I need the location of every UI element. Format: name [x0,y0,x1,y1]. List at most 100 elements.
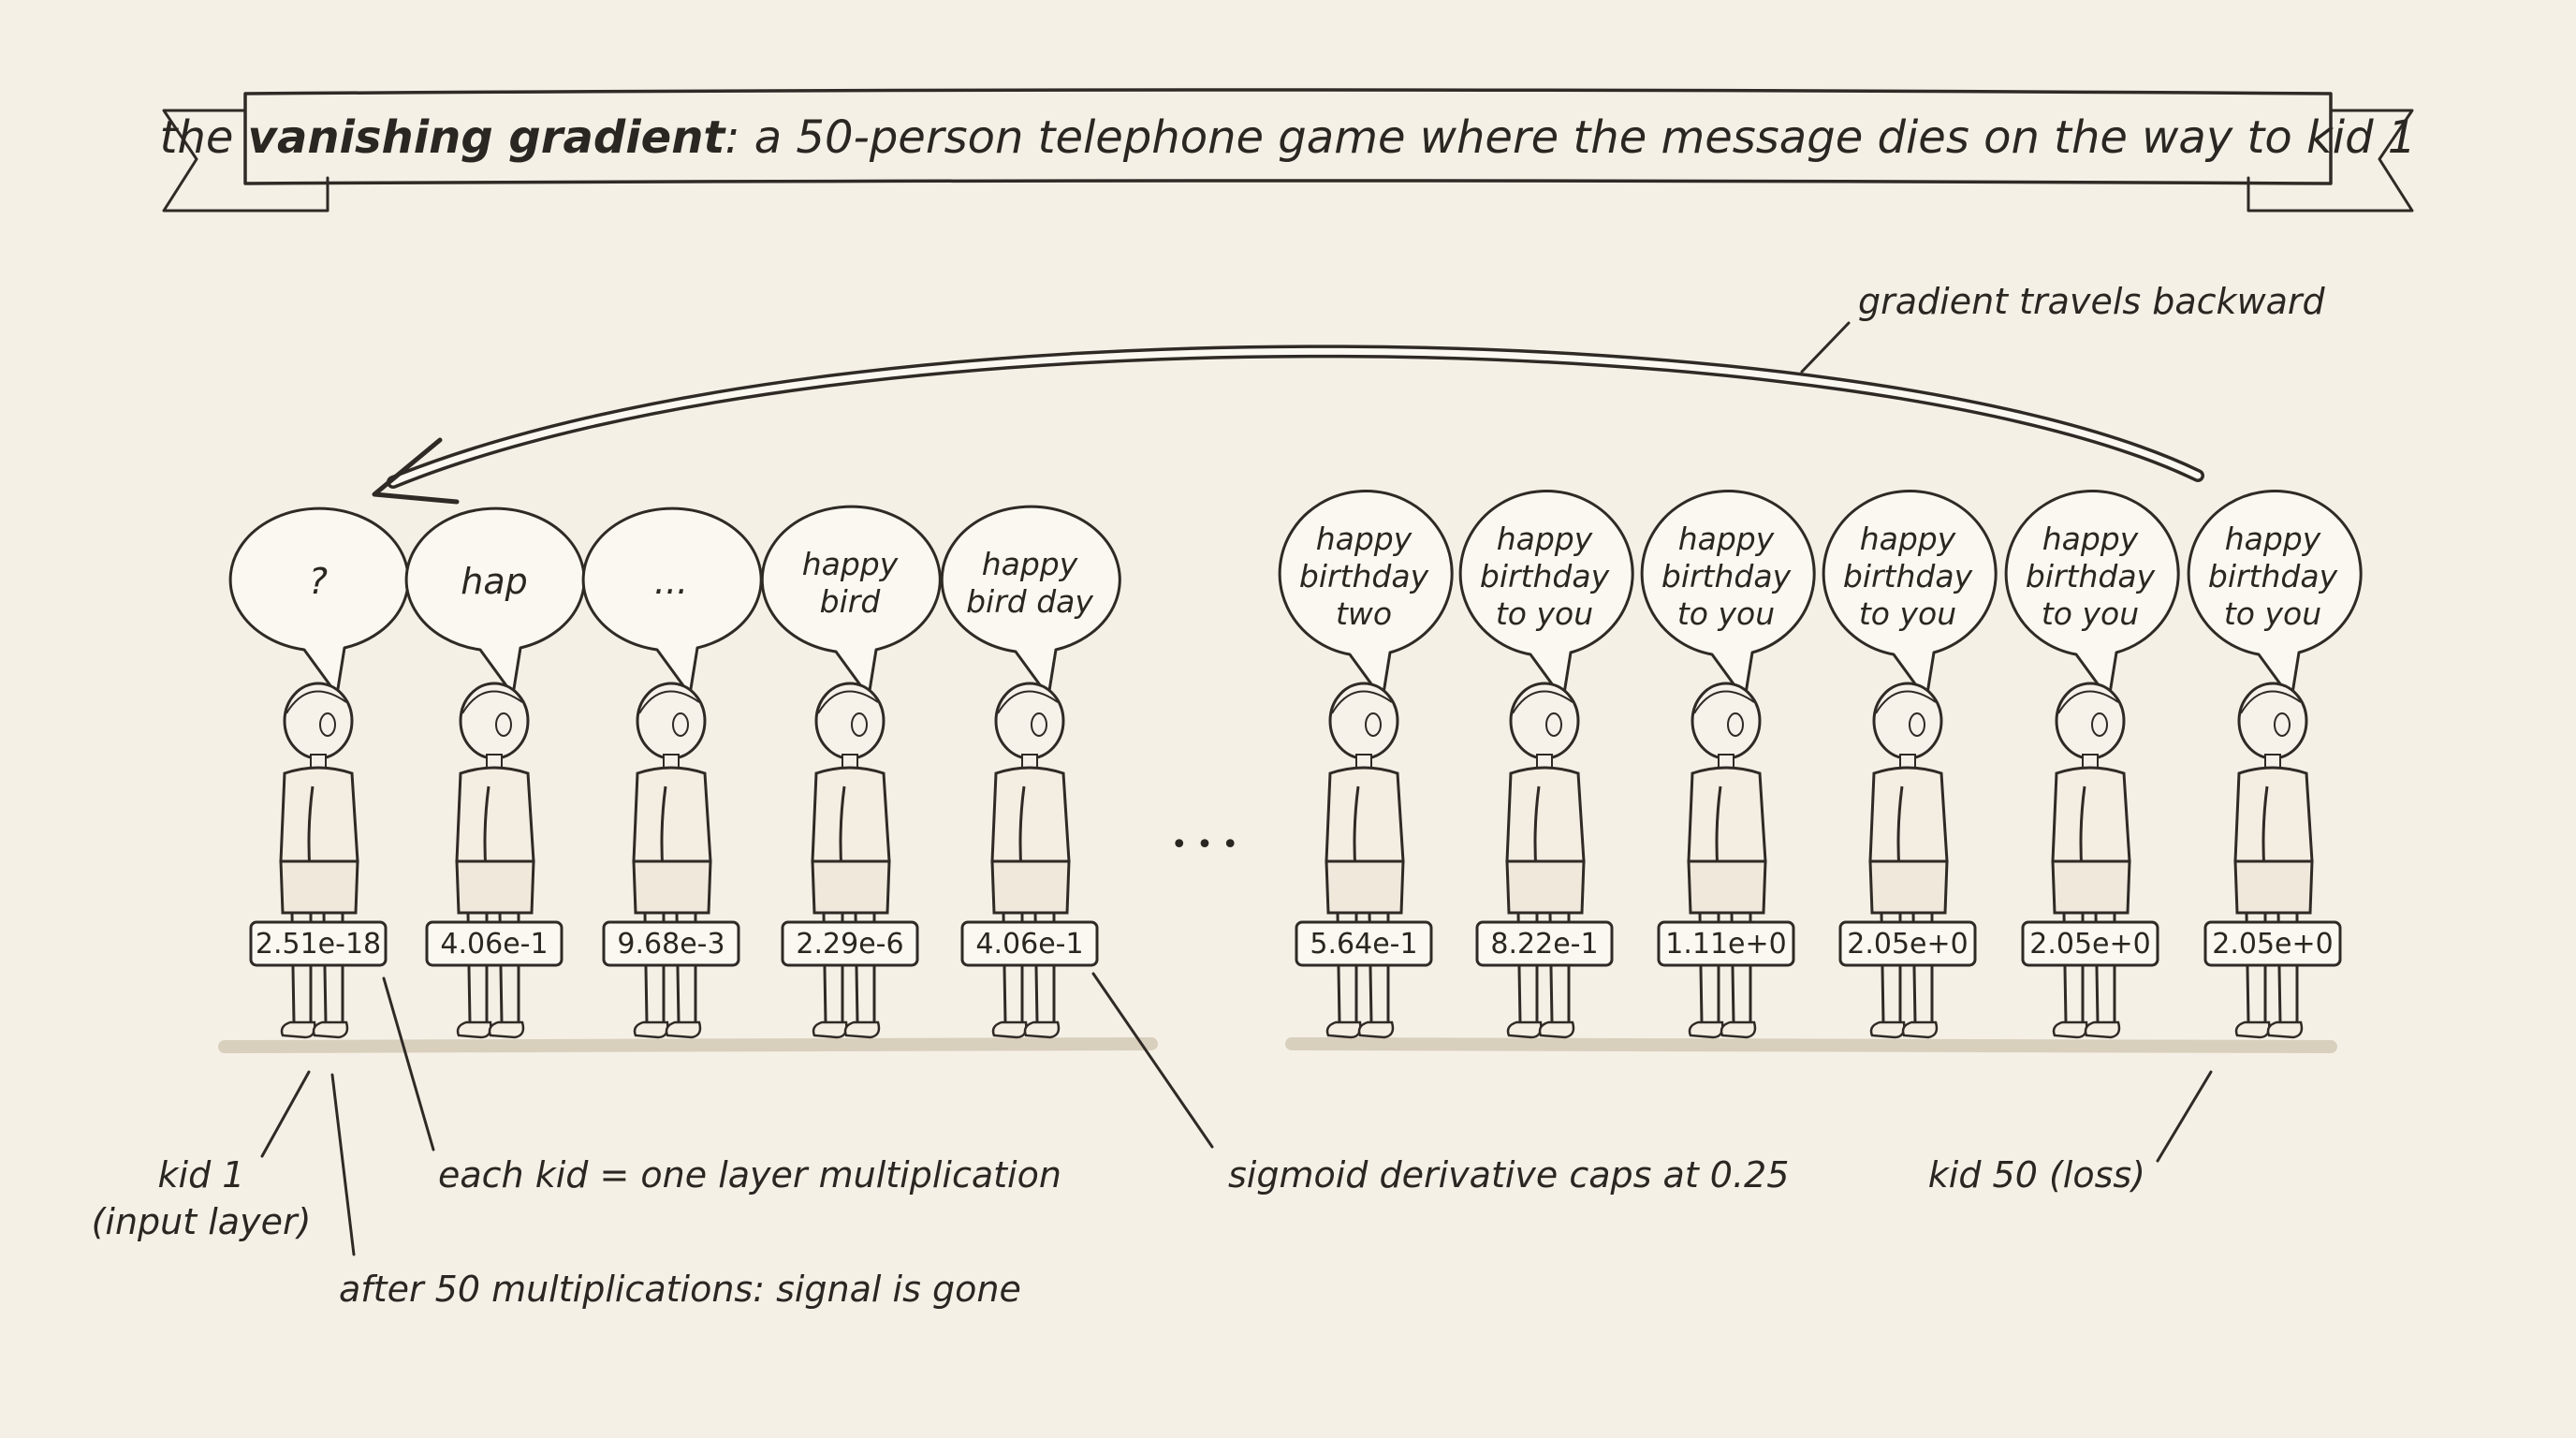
speech-text: happy [1497,521,1593,557]
gradient-value: 2.29e-6 [796,928,903,961]
kid50-leader [2158,1072,2211,1161]
gradient-value: 9.68e-3 [617,928,724,961]
kid-shoe-right [1540,1022,1573,1037]
each-kid-leader [384,978,433,1150]
arrow-label-leader [1802,323,1849,372]
kid-neck [664,755,679,768]
kid-head [285,683,352,758]
kid-head [1692,683,1760,758]
kid-shoe-right [2086,1022,2119,1037]
kid-shirt [1326,768,1403,861]
kid-shoe-right [1721,1022,1755,1037]
speech-text: to you [1859,595,1956,632]
speech-text: birthday [1661,558,1792,594]
kid-shorts [2235,861,2312,913]
speech-text: bird [820,583,882,620]
speech-text: happy [2225,521,2321,557]
sigmoid-label: sigmoid derivative caps at 0.25 [1228,1154,1789,1196]
kid-neck [842,755,857,768]
speech-text: happy [1316,521,1412,557]
kid-shorts [812,861,889,913]
speech-text: happy [1860,521,1956,557]
kid-shirt [281,768,358,861]
kid-neck [2265,755,2280,768]
kid-neck [1022,755,1037,768]
kid-shoe-left [2236,1022,2269,1037]
arrow-shaft [393,351,2198,482]
kid-shoe-left [993,1022,1026,1037]
gradient-value: 1.11e+0 [1665,928,1786,961]
kid-head [1330,683,1398,758]
kid1-label-line2: (input layer) [92,1201,312,1242]
kid-shorts [1507,861,1584,913]
title-suffix: : a 50-person telephone game where the m… [724,111,2416,164]
kid-shirt [457,768,534,861]
kid-shorts [634,861,710,913]
speech-text: two [1336,595,1392,632]
kid-shoe-right [314,1022,347,1037]
gradient-value: 8.22e-1 [1490,928,1598,961]
speech-text: birthday [1299,558,1429,594]
speech-text: to you [1677,595,1775,632]
speech-text: happy [982,546,1078,582]
kid50-label: kid 50 (loss) [1928,1154,2145,1196]
kid-neck [487,755,502,768]
gradient-arrow: gradient travels backward [374,281,2326,502]
speech-text: ? [309,561,328,602]
kid-1: ?2.51e-18 [230,508,408,1037]
kid-head [2239,683,2306,758]
ground-line [225,1044,2331,1047]
speech-text: birthday [2026,558,2156,594]
kid-neck [1719,755,1734,768]
kid-shoe-left [1871,1022,1904,1037]
speech-text: ... [654,561,688,602]
speech-text: to you [2224,595,2321,632]
title-text: the vanishing gradient: a 50-person tele… [160,111,2417,164]
kid-shorts [1689,861,1765,913]
kid-head [816,683,884,758]
kid-shoe-left [1508,1022,1541,1037]
kid-9: happybirthdayto you2.05e+0 [1823,492,1996,1037]
each-kid-label: each kid = one layer multiplication [438,1154,1061,1196]
kid-shoe-left [1327,1022,1360,1037]
kid-shoe-left [635,1022,667,1037]
kid-11: happybirthdayto you 2.05e+0 [2188,492,2361,1037]
kid-shoe-right [666,1022,700,1037]
kid-shoe-left [2054,1022,2086,1037]
speech-text: happy [1678,521,1775,557]
speech-text: birthday [2208,558,2338,594]
kid-shoe-left [1690,1022,1722,1037]
kid-2: hap4.06e-1 [406,508,584,1037]
after-50-label: after 50 multiplications: signal is gone [339,1269,1021,1310]
kid-head [637,683,705,758]
gradient-value: 5.64e-1 [1310,928,1417,961]
kid-shorts [1870,861,1947,913]
kid-shoe-right [1025,1022,1059,1037]
kid-shirt [2235,768,2312,861]
row-ellipsis: • • • [1171,829,1238,861]
kid-shorts [457,861,534,913]
kid1-leader [262,1072,309,1156]
kid-shoe-right [1903,1022,1937,1037]
kid-head [461,683,528,758]
sigmoid-leader [1093,974,1212,1147]
kid-head [2056,683,2124,758]
kid-shoe-right [1359,1022,1393,1037]
kid-shoe-left [282,1022,315,1037]
kid-neck [1900,755,1915,768]
kid-shirt [1689,768,1765,861]
gradient-value: 2.05e+0 [2212,928,2333,961]
arrow-label: gradient travels backward [1858,281,2326,322]
kid-head [1511,683,1578,758]
kid-shirt [2053,768,2130,861]
kid-3: ... 9.68e-3 [583,508,761,1037]
speech-text: birthday [1480,558,1610,594]
speech-text: happy [2042,521,2139,557]
after-50-leader [332,1075,354,1255]
